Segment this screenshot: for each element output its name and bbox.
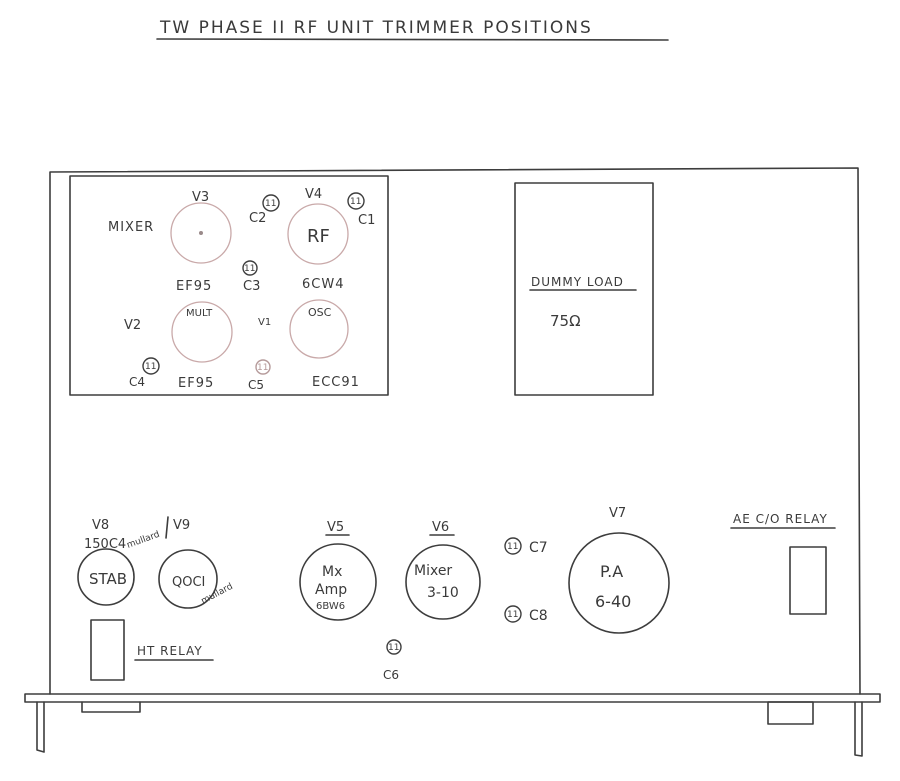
trimmer-c1: 11 <box>347 192 365 210</box>
trimmer-c8-mark: 11 <box>507 610 518 620</box>
trimmer-c3-icon <box>242 260 258 276</box>
trimmer-c1-icon <box>347 192 365 210</box>
v3-label: V3 <box>192 190 209 205</box>
valve-compartment <box>69 175 389 396</box>
v1-label: V1 <box>258 317 271 328</box>
v8-label: V8 <box>92 518 109 533</box>
v6-socket <box>405 544 481 620</box>
trimmer-c2-mark: 11 <box>265 199 276 209</box>
v1-role: OSC <box>308 306 332 319</box>
trimmer-c4-mark: 11 <box>145 362 156 372</box>
v9-body: QOCI <box>172 575 205 590</box>
trimmer-c5-label: C5 <box>248 378 264 392</box>
trimmer-c8: 11 <box>504 605 522 623</box>
trimmer-c8-label: C8 <box>529 608 548 624</box>
trimmer-c7-label: C7 <box>529 540 548 556</box>
v5-line2: Amp <box>315 582 347 598</box>
trimmer-c3: 11 <box>242 260 258 276</box>
v3-role: MIXER <box>108 220 154 235</box>
trimmer-c7-icon <box>504 537 522 555</box>
ht-relay-box <box>90 619 125 681</box>
chassis-foot-right <box>854 701 863 757</box>
chassis-foot-left <box>36 701 45 753</box>
v6-label: V6 <box>432 520 449 535</box>
v4-role: RF <box>307 226 330 247</box>
v2-role: MULT <box>186 308 213 319</box>
panel-bracket-left <box>81 701 141 713</box>
trimmer-c7-mark: 11 <box>507 542 518 552</box>
ae-relay-label: AE C/O RELAY <box>733 512 828 526</box>
trimmer-c3-label: C3 <box>243 279 260 294</box>
dummy-load-value: 75Ω <box>550 312 581 330</box>
v9-label: V9 <box>173 518 190 533</box>
v6-line2: 3-10 <box>427 585 459 601</box>
chassis-outline <box>49 167 861 695</box>
trimmer-c4: 11 <box>142 357 160 375</box>
trimmer-c1-label: C1 <box>358 213 375 228</box>
v7-line2: 6-40 <box>595 592 631 611</box>
v5-line1: Mx <box>322 564 342 580</box>
diagram-title: TW PHASE II RF UNIT TRIMMER POSITIONS <box>159 18 593 38</box>
trimmer-c5: 11 <box>255 359 271 375</box>
v5-socket <box>299 543 377 621</box>
v7-socket <box>568 532 670 634</box>
trimmer-c7: 11 <box>504 537 522 555</box>
dummy-load-title: DUMMY LOAD <box>531 275 624 289</box>
trimmer-c4-label: C4 <box>129 375 145 389</box>
v5-label: V5 <box>327 520 344 535</box>
trimmer-c2-label: C2 <box>249 211 266 226</box>
v5-line3: 6BW6 <box>316 601 345 612</box>
mullard-scribble-1: mullard <box>126 530 162 551</box>
v3-socket-center <box>199 231 203 235</box>
v4-type: 6CW4 <box>302 277 344 292</box>
trimmer-c6-mark: 11 <box>388 643 399 653</box>
v6-line1: Mixer <box>414 563 452 579</box>
ht-relay-label: HT RELAY <box>137 644 203 658</box>
trimmer-c8-icon <box>504 605 522 623</box>
v1-socket <box>289 299 349 359</box>
chassis-front-panel <box>24 693 881 703</box>
v8-sub: 150C4 <box>84 537 126 552</box>
trimmer-c5-mark: 11 <box>257 363 268 373</box>
trimmer-c1-mark: 11 <box>350 197 361 207</box>
trimmer-c2: 11 <box>262 194 280 212</box>
v7-label: V7 <box>609 506 626 521</box>
trimmer-c5-icon <box>255 359 271 375</box>
v4-socket <box>287 203 349 265</box>
v2-label: V2 <box>124 318 141 333</box>
v2-socket <box>171 301 233 363</box>
trimmer-c3-mark: 11 <box>244 264 255 274</box>
v8-socket <box>77 548 135 606</box>
trimmer-c6-icon <box>386 639 402 655</box>
v3-type: EF95 <box>176 279 212 294</box>
v8-v9-divider <box>165 516 169 539</box>
panel-bracket-right <box>767 701 814 725</box>
v7-line1: P.A <box>600 562 623 581</box>
trimmer-c2-icon <box>262 194 280 212</box>
v1-type: ECC91 <box>312 375 360 390</box>
trimmer-c4-icon <box>142 357 160 375</box>
dummy-load-box <box>514 182 654 396</box>
trimmer-c6-label: C6 <box>383 668 399 682</box>
trimmer-c6: 11 <box>386 639 402 655</box>
v9-socket <box>158 549 218 609</box>
v4-label: V4 <box>305 187 322 202</box>
v8-body: STAB <box>89 570 127 588</box>
v2-type: EF95 <box>178 376 214 391</box>
ae-relay-box <box>789 546 827 615</box>
title-underline <box>156 38 669 41</box>
v3-socket <box>170 202 232 264</box>
